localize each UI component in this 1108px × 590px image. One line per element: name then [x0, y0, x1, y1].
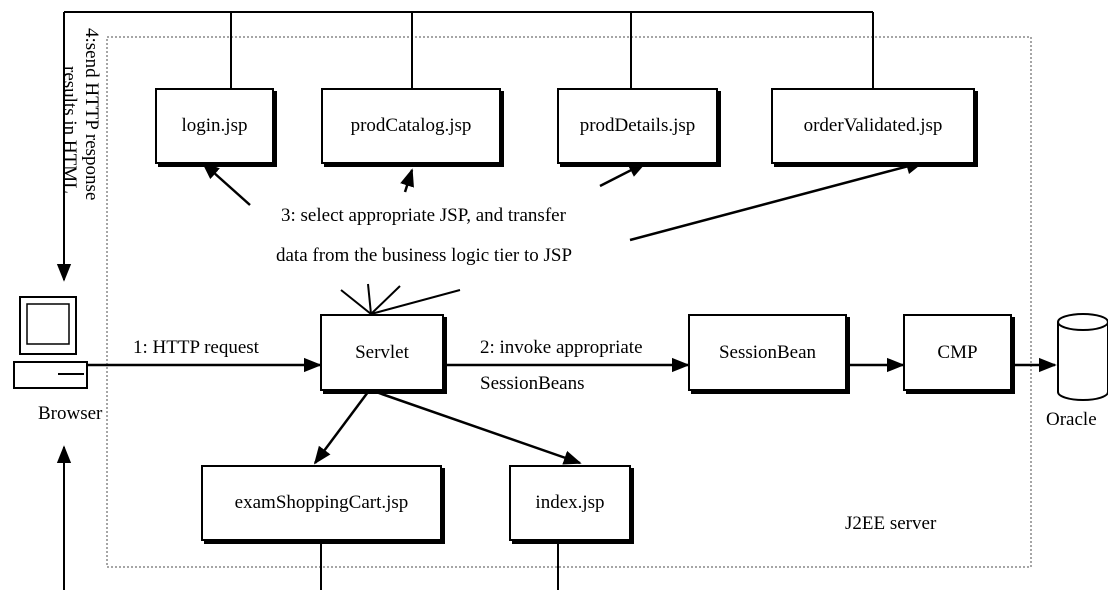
- oracle-label: Oracle: [1046, 409, 1097, 430]
- proddetails-jsp-label: prodDetails.jsp: [579, 115, 696, 136]
- cmp-label: CMP: [937, 341, 978, 363]
- login-jsp-box: login.jsp: [155, 88, 274, 164]
- cmp-box: CMP: [903, 314, 1012, 391]
- servlet-label: Servlet: [355, 341, 409, 363]
- j2ee-server-boundary: [106, 36, 1032, 568]
- servlet-box: Servlet: [320, 314, 444, 391]
- step4-label-line1: 4:send HTTP response: [81, 28, 102, 201]
- index-jsp-box: index.jsp: [509, 465, 631, 541]
- j2ee-server-label: J2EE server: [845, 513, 937, 534]
- index-jsp-label: index.jsp: [535, 492, 605, 513]
- servlet-to-examshoppingcart-arrow: [313, 391, 370, 465]
- select-login-arrow: [201, 161, 251, 206]
- response-feedback-lines: [56, 11, 874, 282]
- step2-label-line1: 2: invoke appropriate: [480, 337, 643, 358]
- login-jsp-label: login.jsp: [181, 115, 248, 136]
- examshoppingcart-jsp-label: examShoppingCart.jsp: [234, 492, 409, 513]
- step1-label: 1: HTTP request: [133, 337, 259, 358]
- prodcatalog-jsp-box: prodCatalog.jsp: [321, 88, 501, 164]
- select-ordervalidated-arrow: [629, 161, 921, 242]
- select-proddetails-arrow: [599, 161, 647, 188]
- bottom-feedback-lines: [56, 445, 559, 590]
- ordervalidated-jsp-box: orderValidated.jsp: [771, 88, 975, 164]
- sessionbean-label: SessionBean: [718, 341, 817, 363]
- ordervalidated-jsp-label: orderValidated.jsp: [803, 115, 943, 136]
- step3-label-line2: data from the business logic tier to JSP: [276, 245, 573, 266]
- step4-label-line2: results in HTML: [59, 66, 80, 194]
- database-icon: [1057, 313, 1108, 401]
- computer-icon: [13, 296, 88, 389]
- step3-label-line1: 3: select appropriate JSP, and transfer: [281, 205, 566, 226]
- sessionbean-box: SessionBean: [688, 314, 847, 391]
- servlet-to-index-arrow: [375, 390, 582, 465]
- browser-label: Browser: [38, 403, 103, 424]
- prodcatalog-jsp-label: prodCatalog.jsp: [350, 115, 472, 136]
- select-prodcatalog-arrow: [400, 168, 414, 193]
- servlet-select-fan: [340, 283, 461, 315]
- examshoppingcart-jsp-box: examShoppingCart.jsp: [201, 465, 442, 541]
- step2-label-line2: SessionBeans: [480, 373, 585, 394]
- proddetails-jsp-box: prodDetails.jsp: [557, 88, 718, 164]
